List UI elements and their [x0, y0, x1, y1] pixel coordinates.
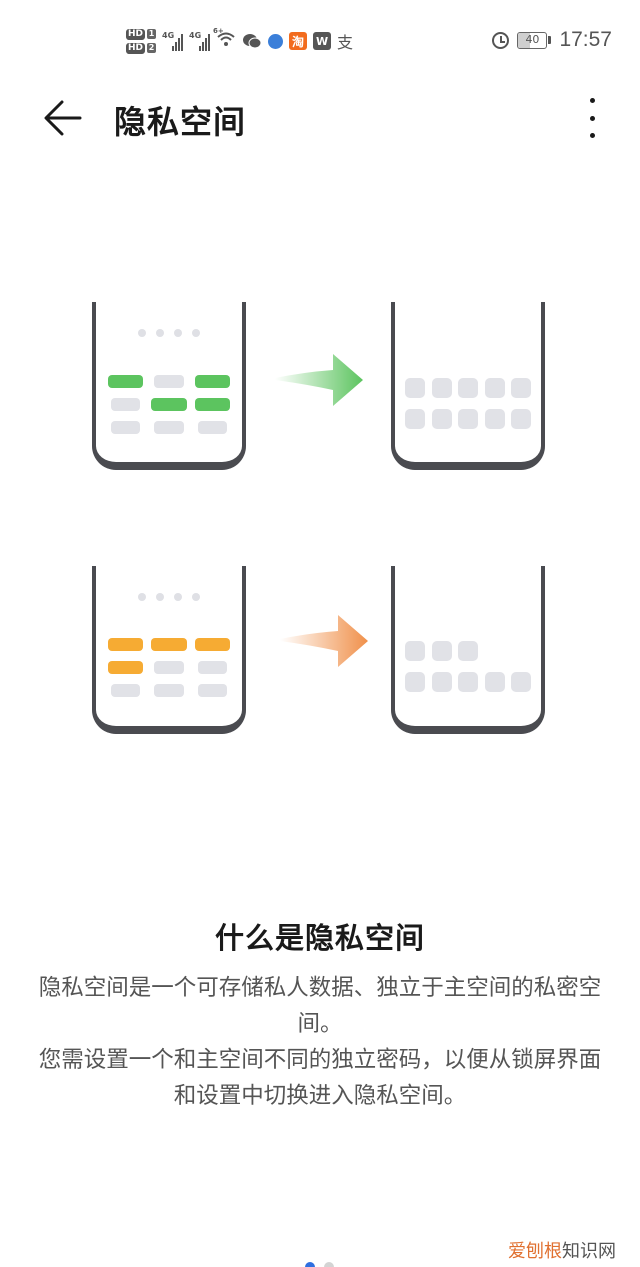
- info-title: 什么是隐私空间: [214, 921, 425, 955]
- hd-icon: HD: [126, 42, 146, 54]
- app-tile-graphic: [405, 672, 425, 692]
- app-bar: 隐私空间: [0, 88, 640, 148]
- info-paragraph: 您需设置一个和主空间不同的独立密码，以便从锁屏界面和设置中切换进入隐私空间。: [38, 1047, 602, 1109]
- app-tile-graphic: [405, 378, 425, 398]
- wechat-icon: [242, 32, 262, 50]
- app-icon-grid-graphic: [405, 378, 531, 429]
- sim2-indicator: HD 2: [126, 42, 157, 54]
- list-item-graphic: [154, 661, 184, 674]
- page-dot[interactable]: [305, 1262, 315, 1267]
- watermark: 爱刨根知识网: [508, 1241, 616, 1262]
- app-list-graphic: [108, 375, 230, 434]
- info-paragraph: 隐私空间是一个可存储私人数据、独立于主空间的私密空间。: [38, 975, 602, 1037]
- selected-item-graphic: [108, 638, 144, 651]
- phone-after: [391, 302, 545, 470]
- app-tile-graphic: [511, 641, 531, 661]
- clock: 17:57: [559, 28, 612, 51]
- app-tile-graphic: [458, 641, 478, 661]
- phone-before: [92, 302, 246, 470]
- wifi-icon: 6+: [213, 27, 236, 51]
- page-title: 隐私空间: [114, 103, 247, 141]
- app-tile-graphic: [484, 378, 505, 398]
- sim-indicators: HD 1 HD 2: [126, 28, 157, 54]
- app-tile-graphic: [405, 641, 425, 661]
- selected-item-graphic: [194, 398, 230, 411]
- status-bar: HD 1 HD 2 4G 4G 6+ 淘 W 支: [0, 18, 640, 64]
- selected-item-graphic: [194, 375, 230, 388]
- page-dots-graphic: [96, 329, 242, 337]
- battery-level: 40: [525, 32, 540, 46]
- browser-icon: [268, 33, 284, 49]
- info-description: 隐私空间是一个可存储私人数据、独立于主空间的私密空间。 您需设置一个和主空间不同…: [36, 970, 604, 1114]
- selected-item-graphic: [194, 638, 230, 651]
- list-item-graphic: [154, 684, 184, 697]
- sim1-indicator: HD 1: [126, 28, 157, 40]
- status-left: HD 1 HD 2 4G 4G 6+ 淘 W 支: [126, 22, 353, 60]
- back-button[interactable]: [40, 96, 86, 140]
- app-tile-graphic: [458, 672, 478, 692]
- app-tile-graphic: [484, 409, 505, 429]
- list-item-graphic: [111, 684, 141, 697]
- page-indicator: [305, 1262, 334, 1267]
- page-dots-graphic: [96, 593, 242, 601]
- more-vertical-icon: [589, 98, 595, 103]
- app-tile-graphic: [511, 378, 531, 398]
- alipay-icon: 支: [337, 33, 354, 52]
- selected-item-graphic: [151, 638, 187, 651]
- hd-icon: HD: [126, 28, 146, 40]
- alarm-icon: [492, 31, 510, 49]
- phone-after: [391, 566, 545, 734]
- list-item-graphic: [154, 421, 184, 434]
- page-dot[interactable]: [324, 1262, 334, 1267]
- list-item-graphic: [197, 421, 227, 434]
- list-item-graphic: [197, 661, 227, 674]
- arrow-left-icon: [44, 100, 82, 136]
- arrow-right-icon: [275, 354, 363, 406]
- app-icon-grid-graphic: [405, 641, 531, 692]
- list-item-graphic: [111, 421, 141, 434]
- selected-item-graphic: [108, 375, 144, 388]
- app-tile-graphic: [431, 672, 452, 692]
- app-tile-graphic: [431, 378, 452, 398]
- app-tile-graphic: [458, 409, 478, 429]
- app-tile-graphic: [405, 409, 425, 429]
- signal-icon: 4G: [162, 31, 184, 51]
- app-tile-graphic: [484, 672, 505, 692]
- selected-item-graphic: [108, 661, 144, 674]
- status-right: 40 17:57: [492, 28, 612, 52]
- app-tile-graphic: [458, 378, 478, 398]
- app-tile-graphic: [511, 672, 531, 692]
- app-tile-graphic: [431, 409, 452, 429]
- list-item-graphic: [197, 684, 227, 697]
- wps-icon: W: [313, 32, 332, 50]
- app-list-graphic: [108, 638, 230, 697]
- phone-before: [92, 566, 246, 734]
- arrow-right-icon: [280, 615, 368, 667]
- list-item-graphic: [154, 375, 184, 388]
- battery-icon: 40: [517, 31, 552, 49]
- more-options-button[interactable]: [580, 96, 604, 140]
- app-tile-graphic: [431, 641, 452, 661]
- taobao-icon: 淘: [289, 32, 308, 50]
- app-tile-graphic: [511, 409, 531, 429]
- signal-icon: 4G: [189, 31, 211, 51]
- selected-item-graphic: [151, 398, 187, 411]
- app-tile-graphic: [485, 641, 505, 661]
- list-item-graphic: [111, 398, 141, 411]
